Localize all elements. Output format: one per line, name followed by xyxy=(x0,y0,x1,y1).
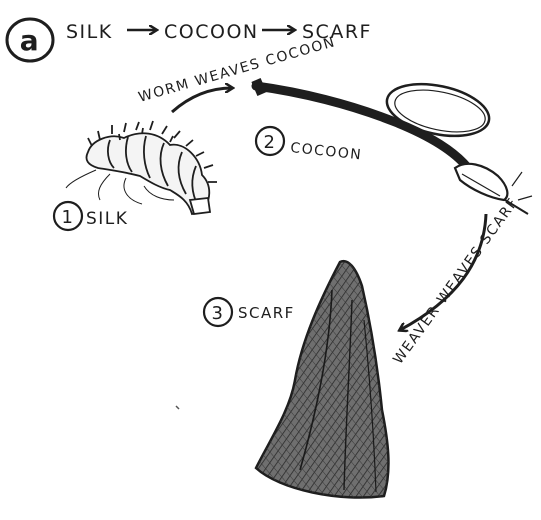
step-1-number: 1 xyxy=(62,207,75,228)
step-2-label: 2 COCOON xyxy=(256,127,363,164)
step-1-text: SILK xyxy=(86,209,128,229)
step-2-text: COCOON xyxy=(290,140,363,163)
step-3-label: 3 SCARF xyxy=(204,298,295,326)
step-3-text: SCARF xyxy=(238,304,295,322)
title-step-cocoon: COCOON xyxy=(164,21,259,43)
transition-2-label: WEAVER WEAVES SCARF xyxy=(390,195,521,368)
stray-pen-mark xyxy=(176,406,179,409)
panel-label-letter: a xyxy=(20,24,40,57)
panel-label: a xyxy=(7,19,53,61)
scarf-illustration xyxy=(256,261,388,497)
transition-1: WORM WEAVES COCOON xyxy=(137,34,338,112)
step-3-number: 3 xyxy=(212,303,225,324)
silkworm-illustration xyxy=(66,121,217,214)
title-step-silk: SILK xyxy=(66,21,113,43)
transition-2: WEAVER WEAVES SCARF xyxy=(390,195,521,368)
step-1-label: 1 SILK xyxy=(54,202,128,230)
step-2-number: 2 xyxy=(264,132,277,153)
